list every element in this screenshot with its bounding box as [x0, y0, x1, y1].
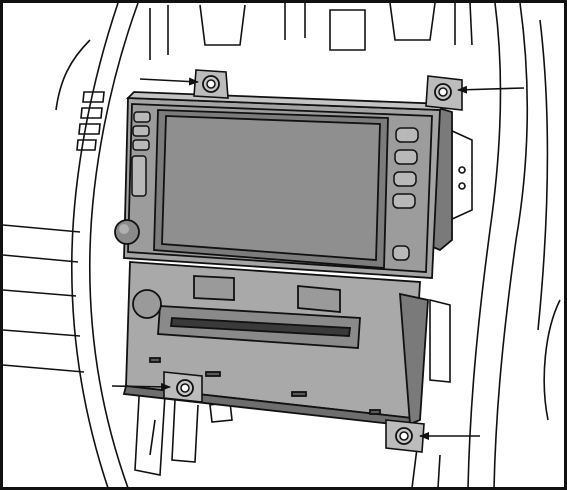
dashboard-trim [2, 2, 561, 489]
bolt-head-icon [206, 79, 216, 89]
display-screen [161, 115, 381, 261]
bolt-head-icon [438, 87, 448, 97]
right-button-column [392, 127, 419, 261]
button-left-4 [131, 155, 147, 197]
button-right-1 [395, 127, 419, 143]
button-left-2 [132, 125, 150, 137]
cd-knob-icon [132, 289, 162, 319]
button-left-1 [133, 111, 151, 123]
bolt-head-icon [180, 383, 190, 393]
arrow-icon [111, 382, 171, 391]
button-right-5 [392, 245, 410, 261]
arrow-icon [457, 85, 525, 94]
bolt-group [176, 75, 452, 445]
arrow-group [111, 77, 525, 440]
arrow-icon [139, 77, 199, 86]
bolt-head-icon [399, 431, 409, 441]
left-button-column [131, 111, 151, 197]
button-right-4 [392, 193, 416, 209]
button-left-3 [132, 139, 150, 151]
cd-slot [169, 317, 352, 337]
button-right-2 [394, 149, 418, 165]
button-right-3 [393, 171, 417, 187]
cd-unit-side [399, 292, 429, 426]
